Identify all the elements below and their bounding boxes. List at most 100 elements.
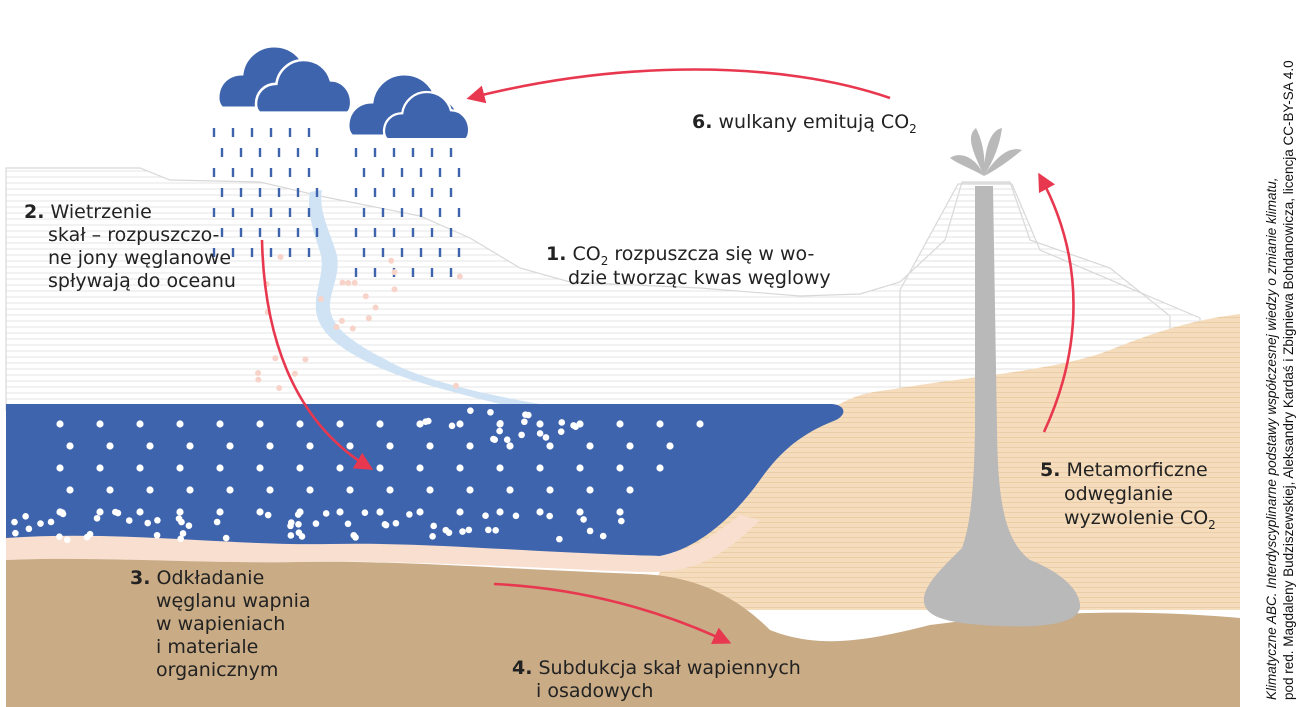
ion-dot — [295, 529, 303, 536]
ion-dot — [276, 384, 283, 391]
ion-dot — [580, 516, 587, 523]
ion-dot — [317, 296, 324, 303]
river — [308, 190, 540, 404]
ion-dot — [467, 407, 474, 414]
ion-dot — [266, 486, 274, 494]
label-step-6: 6. wulkany emitują CO2 — [692, 111, 917, 136]
cycle-arrow-icon — [466, 68, 891, 104]
ion-dot — [392, 519, 400, 527]
ion-dot — [430, 522, 437, 530]
ion-dot — [136, 420, 144, 428]
ion-dot — [536, 508, 544, 516]
label-step-3-line4: i materiale — [156, 636, 258, 658]
ion-dot — [277, 254, 284, 261]
ion-dot — [296, 420, 304, 428]
ion-dot — [362, 293, 369, 300]
ion-dot — [391, 286, 398, 293]
cycle-arrow-icon — [260, 239, 374, 470]
ion-dot — [295, 521, 302, 528]
ion-dot — [336, 464, 344, 472]
rain-cloud-icon — [346, 72, 471, 141]
ion-dot — [546, 512, 553, 520]
ion-dot — [512, 512, 520, 520]
ion-dot — [333, 324, 340, 331]
label-step-1-line2: dzie tworząc kwas węglowy — [568, 267, 831, 289]
ion-dot — [346, 486, 354, 494]
ion-dot — [626, 442, 634, 450]
ion-dot — [216, 464, 224, 472]
ion-dot — [546, 442, 554, 450]
ion-dot — [177, 535, 184, 543]
label-step-2-line2: skał – rozpuszczo- — [48, 224, 219, 246]
ion-dot — [416, 464, 424, 472]
ion-dot — [406, 511, 413, 518]
ion-dot — [388, 257, 395, 264]
rain-cloud-icon — [216, 44, 353, 114]
ion-dot — [586, 486, 594, 494]
ion-dot — [518, 431, 525, 439]
label-step-2-line4: spływają do oceanu — [48, 270, 236, 292]
ion-dot — [296, 464, 304, 472]
ion-dot — [336, 420, 344, 428]
ion-dot — [376, 464, 384, 472]
ion-dot — [146, 442, 154, 450]
ion-dot — [496, 508, 504, 516]
ion-dot — [586, 442, 594, 450]
ion-dot — [487, 408, 494, 416]
ion-dot — [178, 518, 185, 526]
ion-dot — [656, 464, 664, 472]
label-step-5-line2: odwęglanie — [1064, 483, 1173, 505]
ion-dot — [146, 486, 154, 494]
rain — [212, 128, 461, 277]
ion-dot — [125, 517, 133, 524]
ion-dot — [176, 508, 184, 516]
ion-dot — [255, 370, 262, 377]
ocean — [6, 404, 844, 556]
ion-dot — [448, 422, 456, 430]
ion-dot — [344, 520, 352, 528]
ion-dot — [365, 315, 372, 322]
ion-dot — [153, 531, 161, 539]
ion-dot — [216, 508, 224, 516]
ion-dot — [288, 519, 295, 526]
label-step-3-line2: węglanu wapnia — [156, 590, 311, 612]
ion-dot — [56, 464, 64, 472]
ion-dot — [459, 528, 466, 535]
volcano-pipe — [923, 186, 1081, 627]
ion-dot — [322, 510, 330, 517]
ion-dot — [112, 508, 119, 516]
ion-dot — [176, 420, 184, 428]
ion-dot — [12, 529, 19, 537]
ion-dot — [37, 520, 44, 527]
label-step-3-line3: w wapieniach — [156, 613, 285, 635]
ion-dot — [226, 442, 234, 450]
label-step-2: 2. Wietrzenie — [24, 201, 152, 223]
ion-dot — [96, 420, 104, 428]
ion-dot — [216, 420, 224, 428]
ion-dot — [491, 436, 499, 444]
ion-dot — [176, 464, 184, 472]
ion-dot — [256, 508, 264, 516]
ion-dot — [349, 325, 356, 332]
ion-dot — [426, 486, 434, 494]
label-step-1: 1. CO2 rozpuszcza się w wo- — [546, 243, 814, 268]
ion-dot — [616, 464, 624, 472]
ion-dot — [294, 511, 302, 518]
ion-dot — [376, 420, 384, 428]
ion-dot — [452, 382, 459, 389]
ion-dot — [256, 420, 264, 428]
ion-dot — [536, 430, 544, 437]
label-step-2-line3: ne jony węglanowe — [48, 247, 231, 269]
dissolved-ions-air — [255, 254, 463, 391]
ion-dot — [144, 519, 152, 527]
ion-dot — [616, 508, 624, 516]
ion-dot — [186, 486, 194, 494]
ion-dot — [557, 428, 565, 435]
ion-dot — [466, 486, 474, 494]
ion-dot — [656, 420, 664, 428]
ion-dot — [11, 518, 18, 526]
ion-dot — [96, 464, 104, 472]
ion-dot — [521, 418, 528, 426]
ion-dot — [339, 279, 346, 286]
ion-dot — [56, 420, 64, 428]
